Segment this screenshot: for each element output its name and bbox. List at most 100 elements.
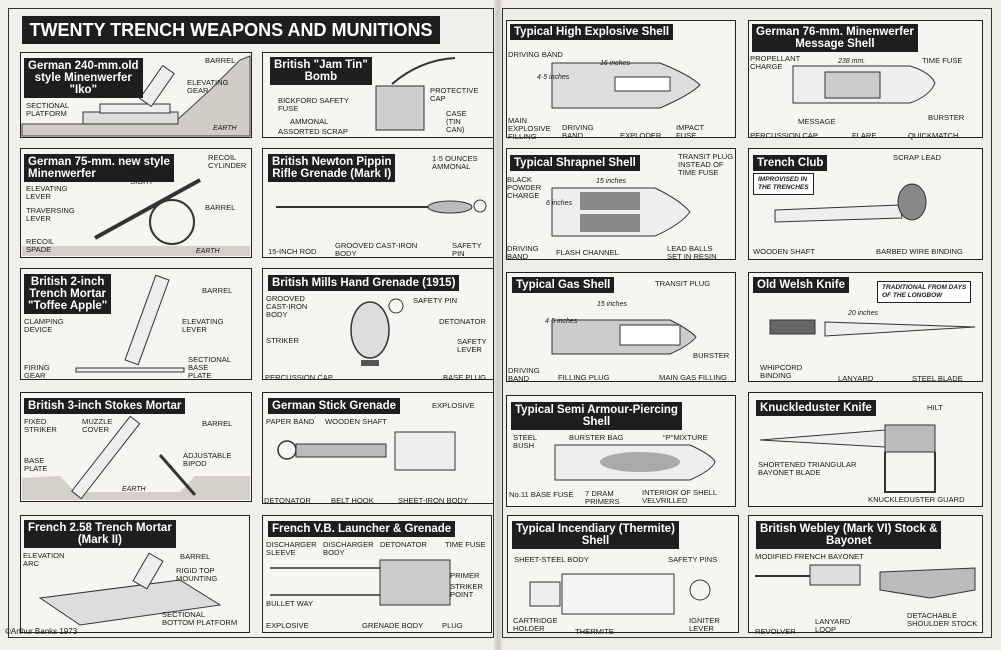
- callout-label: GROOVED CAST-IRON BODY: [335, 241, 418, 258]
- callout-label: 20 inches: [848, 310, 878, 317]
- panel-note: IMPROVISED IN THE TRENCHES: [753, 173, 814, 195]
- panel-title: British Newton Pippin Rifle Grenade (Mar…: [268, 154, 396, 182]
- callout-label: 15-INCH ROD: [268, 247, 317, 256]
- callout-label: REAR SIGHT: [130, 169, 154, 186]
- panel-title: Typical Incendiary (Thermite) Shell: [512, 521, 679, 549]
- callout-label: BURSTER: [693, 351, 730, 360]
- callout-label: SAFETY PIN: [452, 241, 482, 258]
- callout-label: STRIKER POINT: [450, 582, 483, 599]
- callout-label: DETONATOR: [439, 317, 486, 326]
- callout-label: INTERIOR OF SHELL VELVRILLED: [642, 488, 718, 505]
- callout-label: SECTIONAL BOTTOM PLATFORM: [162, 610, 238, 627]
- callout-label: SCRAP LEAD: [893, 153, 941, 162]
- callout-label: FIXED STRIKER: [24, 417, 57, 434]
- callout-label: 238 mm.: [838, 58, 866, 65]
- callout-label: WOODEN SHAFT: [325, 417, 388, 426]
- callout-label: LANYARD: [838, 374, 874, 383]
- panel-title: French 2.58 Trench Mortar (Mark II): [24, 520, 176, 548]
- callout-label: EXPLOSIVE: [266, 621, 309, 630]
- panel-title: Typical Shrapnel Shell: [510, 155, 640, 171]
- callout-label: ELEVATING LEVER: [26, 184, 68, 201]
- callout-label: PROTECTIVE CAP: [430, 86, 479, 103]
- callout-label: BELT HOOK: [331, 496, 374, 505]
- callout-label: BASE PLATE: [24, 456, 48, 473]
- callout-label: BARBED WIRE BINDING: [876, 247, 963, 256]
- callout-label: AMMONAL: [290, 117, 329, 126]
- callout-label: TRAVERSING LEVER: [26, 206, 75, 223]
- callout-label: BARREL: [205, 203, 236, 212]
- callout-label: TIME FUSE: [922, 56, 963, 65]
- panel-title: Typical Gas Shell: [512, 277, 615, 293]
- callout-label: DETONATOR: [380, 540, 427, 549]
- callout-label: BARREL: [202, 286, 233, 295]
- callout-label: BLACK POWDER CHARGE: [507, 175, 542, 200]
- callout-label: ASSORTED SCRAP: [278, 127, 348, 136]
- callout-label: WHIPCORD BINDING: [760, 363, 803, 380]
- callout-label: FLASH CHANNEL: [556, 248, 619, 257]
- callout-label: FILLING PLUG: [558, 373, 610, 382]
- callout-label: CASE (TIN CAN): [446, 109, 467, 134]
- callout-label: IGNITER LEVER: [689, 616, 720, 633]
- callout-label: MAIN GAS FILLING: [659, 373, 727, 382]
- callout-label: SECTIONAL PLATFORM: [26, 101, 70, 118]
- panel-title: Trench Club: [753, 155, 828, 171]
- callout-label: SHORTENED TRIANGULAR BAYONET BLADE: [758, 460, 857, 477]
- callout-label: SHEET-STEEL BODY: [514, 555, 589, 564]
- book-gutter: [494, 0, 502, 650]
- callout-label: BASE PLUG: [443, 373, 487, 382]
- panel-title: British 2-inch Trench Mortar "Toffee App…: [24, 274, 112, 314]
- callout-label: MUZZLE COVER: [82, 417, 113, 434]
- panel-title: Typical High Explosive Shell: [510, 24, 674, 40]
- callout-label: DETONATOR: [264, 496, 311, 505]
- callout-label: BULLET WAY: [266, 599, 314, 608]
- callout-label: "P"MIXTURE: [663, 433, 708, 442]
- callout-label: FLARE: [852, 131, 877, 140]
- callout-label: RIGID TOP MOUNTING: [176, 566, 218, 583]
- callout-label: SECTIONAL BASE PLATE: [188, 355, 232, 380]
- panel-title: British Webley (Mark VI) Stock & Bayonet: [756, 521, 942, 549]
- callout-label: TRANSIT PLUG INSTEAD OF TIME FUSE: [678, 152, 734, 177]
- callout-label: 4·5 inches: [537, 74, 570, 81]
- callout-label: 1·5 OUNCES AMMONAL: [432, 154, 478, 171]
- callout-label: MESSAGE: [798, 117, 836, 126]
- callout-label: KNUCKLEDUSTER GUARD: [868, 495, 965, 504]
- callout-label: DRIVING BAND: [562, 123, 594, 140]
- callout-label: ELEVATION ARC: [23, 551, 65, 568]
- callout-label: EARTH: [122, 486, 146, 493]
- callout-label: PLUG: [442, 621, 463, 630]
- callout-label: LANYARD LOOP: [815, 617, 851, 634]
- callout-label: STEEL BLADE: [912, 374, 963, 383]
- panel-title: Old Welsh Knife: [753, 277, 849, 293]
- callout-label: ADJUSTABLE BIPOD: [183, 451, 232, 468]
- callout-label: 15 inches: [597, 301, 627, 308]
- callout-label: 15 inches: [596, 178, 626, 185]
- callout-label: PRIMER: [450, 571, 480, 580]
- callout-label: STRIKER: [266, 336, 299, 345]
- callout-label: LEAD BALLS SET IN RESIN: [667, 244, 717, 261]
- callout-label: BARREL: [202, 419, 233, 428]
- callout-label: HILT: [927, 403, 943, 412]
- panel-title: German 76-mm. Minenwerfer Message Shell: [752, 24, 918, 52]
- panel-title: Typical Semi Armour-Piercing Shell: [511, 402, 682, 430]
- callout-label: REVOLVER: [755, 627, 796, 636]
- callout-label: No.11 BASE FUSE: [509, 490, 574, 499]
- panel-note: TRADITIONAL FROM DAYS OF THE LONGBOW: [877, 281, 972, 303]
- callout-label: CLAMPING DEVICE: [24, 317, 64, 334]
- callout-label: RECOIL CYLINDER: [208, 153, 247, 170]
- callout-label: EARTH: [213, 125, 237, 132]
- callout-label: GROOVED CAST-IRON BODY: [266, 294, 308, 319]
- page-title: TWENTY TRENCH WEAPONS AND MUNITIONS: [22, 16, 440, 44]
- callout-label: STEEL BUSH: [513, 433, 538, 450]
- callout-label: BARREL: [180, 552, 211, 561]
- callout-label: 6 inches: [546, 200, 573, 207]
- callout-label: TRANSIT PLUG: [655, 279, 711, 288]
- callout-label: FIRING GEAR: [24, 363, 50, 380]
- callout-label: IMPACT FUSE: [676, 123, 705, 140]
- panel-title: British Mills Hand Grenade (1915): [268, 275, 460, 291]
- callout-label: PAPER BAND: [266, 417, 315, 426]
- callout-label: RECOIL SPADE: [26, 237, 55, 254]
- callout-label: DRIVING BAND: [508, 366, 540, 383]
- callout-label: BICKFORD SAFETY FUSE: [278, 96, 349, 113]
- panel-title: Knuckleduster Knife: [756, 400, 876, 416]
- callout-label: PERCUSSION CAP: [750, 131, 818, 140]
